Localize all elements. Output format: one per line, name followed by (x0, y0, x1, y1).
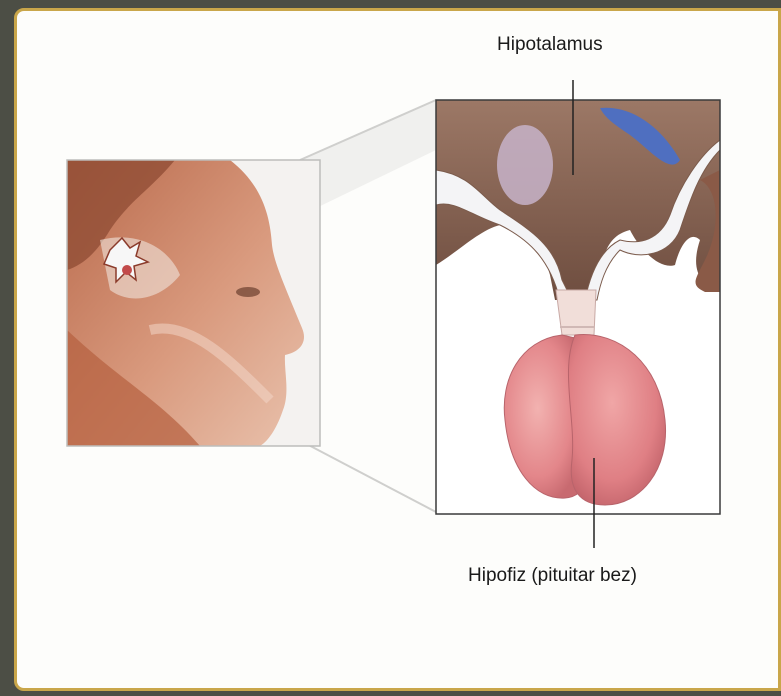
pituitary-label: Hipofiz (pituitar bez) (468, 565, 637, 587)
hypothalamus-label: Hipotalamus (497, 34, 603, 56)
head-profile-panel (67, 160, 320, 446)
pituitary-stalk (556, 290, 596, 335)
hypothalamus-nucleus (497, 125, 553, 205)
zoom-panel (436, 100, 720, 514)
